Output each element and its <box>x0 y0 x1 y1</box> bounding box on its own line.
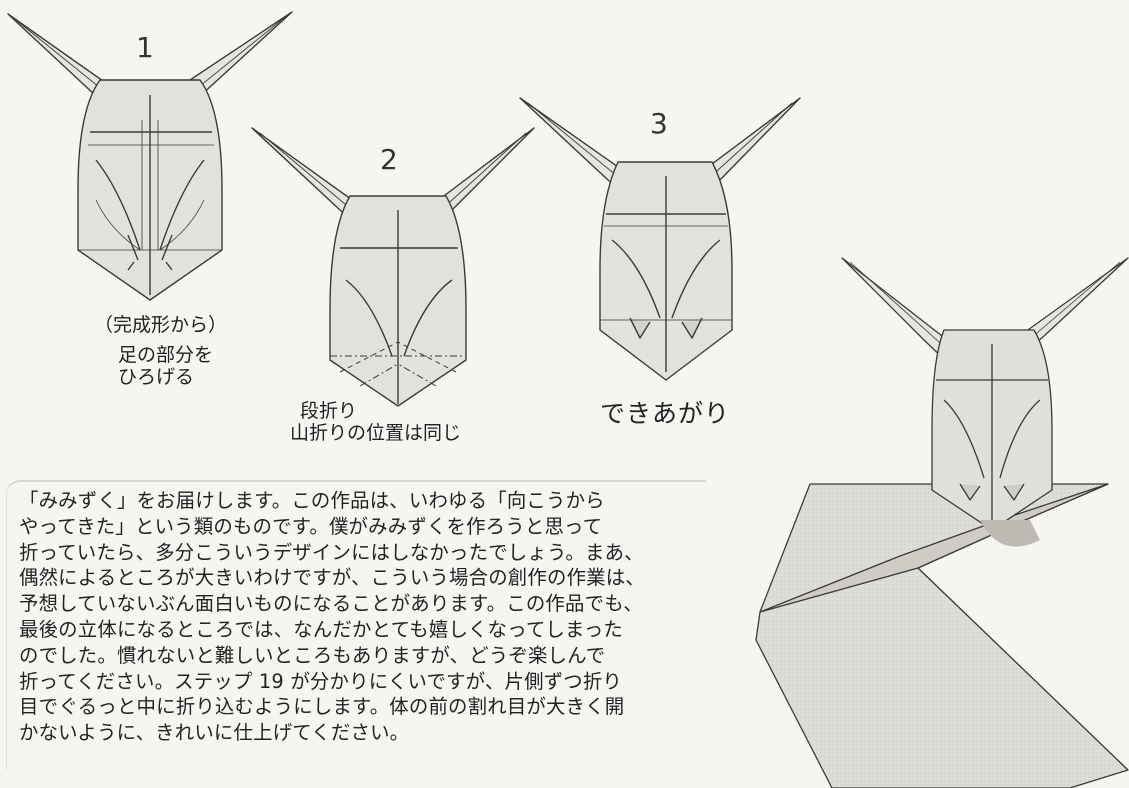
description-paragraph: 「みみずく」をお届けします。この作品は、いわゆる「向こうから やってきた」という… <box>19 488 706 746</box>
description-box: 「みみずく」をお届けします。この作品は、いわゆる「向こうから やってきた」という… <box>6 480 706 770</box>
description-line: 最後の立体になるところでは、なんだかとても嬉しくなってしまった <box>19 617 624 641</box>
description-line: 折ってください。ステップ 19 が分かりにくいですが、片側ずつ折り <box>19 669 623 693</box>
finished-owl-photo <box>755 257 1129 788</box>
step-2-caption-line2: 山折りの位置は同じ <box>290 422 462 444</box>
step-1-caption-line2: 足の部分を <box>118 344 214 366</box>
step-1-caption-line3: ひろげる <box>118 366 195 388</box>
step-1-caption-line1: （完成形から） <box>94 314 228 336</box>
owl-step-2-drawing <box>251 127 535 407</box>
description-line: やってきた」という類のものです。僕がみみずくを作ろうと思って <box>19 514 603 538</box>
description-line: かないように、きれいに仕上げてください。 <box>19 721 410 745</box>
step-1-number: 1 <box>136 31 154 64</box>
owl-step-3-drawing <box>519 97 801 381</box>
description-line: 偶然によるところが大きいわけですが、こういう場合の創作の作業は、 <box>19 566 645 590</box>
step-3-number: 3 <box>650 107 668 140</box>
description-line: のでした。慣れないと難しいところもありますが、どうぞ楽しんで <box>19 643 606 667</box>
step-2-number: 2 <box>380 143 398 176</box>
step-3-caption: できあがり <box>600 399 731 428</box>
owl-step-1-drawing <box>7 11 293 301</box>
description-line: 「みみずく」をお届けします。この作品は、いわゆる「向こうから <box>19 489 605 512</box>
description-line: 目でぐるっと中に折り込むようにします。体の前の割れ目が大きく開 <box>19 695 625 719</box>
description-line: 折っていたら、多分こういうデザインにはしなかったでしょう。まあ、 <box>19 540 644 564</box>
step-2-caption-line1: 段折り <box>300 400 358 422</box>
description-line: 予想していないぶん面白いものになることがあります。この作品でも、 <box>19 592 643 616</box>
